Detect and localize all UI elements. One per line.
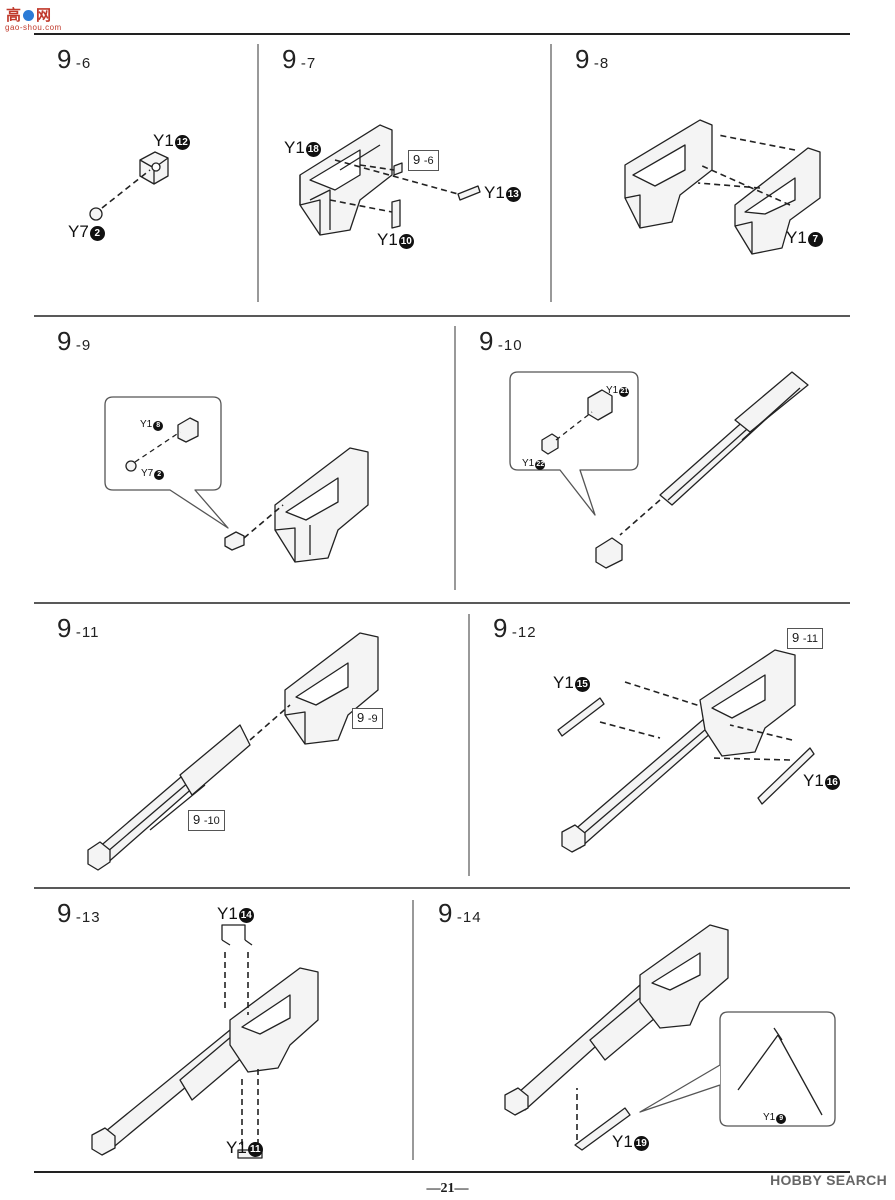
logo-char-1: 高: [6, 7, 22, 24]
site-logo: 高网: [6, 4, 51, 25]
rifle-complete-drawing: [504, 924, 729, 1116]
sub-assembly: [224, 531, 245, 551]
step-9-14: 9 -14: [438, 898, 482, 928]
part-y14-sight: [221, 924, 253, 946]
step-9-9: 9 -9: [57, 326, 92, 356]
logo-icon: [23, 10, 35, 21]
assembly-arrow: [249, 704, 291, 741]
assembly-arrow: [619, 499, 661, 536]
rifle-assembled-drawing: [91, 967, 319, 1156]
part-y10-pin: [391, 199, 401, 229]
bipod-open-drawing: [737, 1027, 823, 1116]
assembly-arrows: [599, 681, 793, 761]
receiver-assembled-drawing: [284, 632, 379, 745]
step-9-8: 9 -8: [575, 44, 610, 74]
part-y12-drawing: [139, 151, 169, 185]
assembly-arrows: [697, 134, 796, 206]
part-y7-ball: [125, 460, 137, 472]
detail-callout: [104, 396, 229, 529]
receiver-assembled-drawing: [274, 447, 369, 563]
assembly-arrows: [224, 952, 259, 1145]
detail-callout: [719, 1011, 836, 1127]
part-y13-pin: [457, 185, 481, 201]
part-small-pin: [393, 162, 403, 176]
assembly-arrow: [555, 411, 593, 441]
assembly-arrow: [101, 169, 151, 209]
muzzle-brake-drawing: [595, 537, 623, 569]
ref-box-9-9: 9 -9: [352, 708, 383, 729]
logo-char-2: 网: [36, 7, 52, 24]
assembly-arrows: [329, 159, 459, 213]
barrel-drawing: [87, 724, 251, 871]
step-9-7: 9 -7: [282, 44, 317, 74]
step-9-13: 9 -13: [57, 898, 101, 928]
site-logo-url: gao-shou.com: [5, 23, 62, 32]
ref-box-9-6: 9 -6: [408, 150, 439, 171]
ref-box-9-10: 9 -10: [188, 810, 225, 831]
step-9-6: 9 -6: [57, 44, 92, 74]
part-y7-ball: [89, 207, 103, 221]
assembly-arrow: [243, 504, 284, 539]
part-y18-drawing: [177, 417, 199, 443]
callout-pointer: [639, 1064, 721, 1113]
barrel-drawing: [659, 371, 809, 506]
receiver-half-drawing: [299, 124, 393, 236]
step-9-11: 9 -11: [57, 613, 100, 643]
receiver-left-half-drawing: [624, 119, 713, 229]
part-y16-rail: [757, 747, 815, 805]
bipod-folded-drawing: [574, 1107, 631, 1151]
step-9-10: 9 -10: [479, 326, 523, 356]
assembly-arrow: [134, 431, 181, 463]
ref-box-9-11: 9 -11: [787, 628, 823, 649]
rifle-assembled-drawing: [561, 649, 796, 853]
part-y21-drawing: [587, 389, 613, 421]
part-y22-drawing: [541, 433, 559, 455]
step-9-12: 9 -12: [493, 613, 537, 643]
part-y15-rail: [557, 697, 605, 737]
watermark: HOBBY SEARCH: [770, 1172, 887, 1188]
page-number: —21—: [426, 1181, 469, 1196]
